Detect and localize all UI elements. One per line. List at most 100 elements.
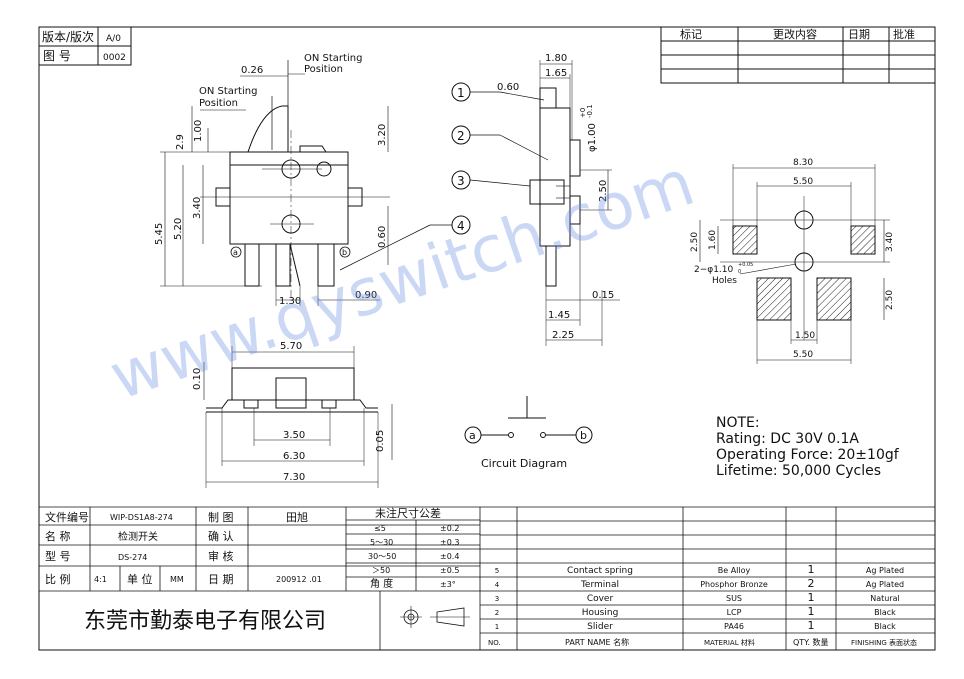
terminal-a-label: a xyxy=(233,248,238,257)
dim-250-end: 2.50 xyxy=(598,180,609,202)
bom-cell-qty: 1 xyxy=(808,563,815,576)
bom-header-no: NO. xyxy=(488,639,501,647)
title-block-text: 文件编号 WIP-DS1A8-274 制 图 田旭 名 称 检测开关 确 认 型… xyxy=(45,506,459,634)
tol-value-1: ±0.2 xyxy=(440,524,459,533)
on-start-right-1: ON Starting xyxy=(304,53,362,64)
dim-550b: 5.50 xyxy=(793,350,813,360)
bom-cell-no: 3 xyxy=(495,595,499,603)
dim-060-end: 0.60 xyxy=(497,82,519,93)
dim-250-pcb: 2.50 xyxy=(690,232,700,252)
circuit-a: a xyxy=(469,429,476,442)
note-force: Operating Force: 20±10gf xyxy=(716,447,900,463)
tol-range-2: 5～30 xyxy=(370,538,393,547)
tolerance-title: 未注尺寸公差 xyxy=(375,506,441,520)
tol-range-1: ≤5 xyxy=(374,524,386,533)
dim-160: 1.60 xyxy=(708,230,718,250)
dim-340: 3.40 xyxy=(192,197,203,219)
bom-header-material: MATERIAL 材料 xyxy=(704,638,755,647)
scale-label: 比 例 xyxy=(45,572,71,586)
circuit-labels: a b Circuit Diagram xyxy=(469,429,587,470)
name-value: 检测开关 xyxy=(118,530,158,543)
note-rating: Rating: DC 30V 0.1A xyxy=(716,431,859,447)
sheet-border xyxy=(38,26,936,651)
dim-005: 0.05 xyxy=(375,430,386,452)
draw-label: 制 图 xyxy=(208,511,234,524)
bom-cell-part: Slider xyxy=(587,622,613,632)
date-label: 日 期 xyxy=(208,573,234,586)
dim-165: 1.65 xyxy=(545,68,567,79)
pcb-labels: 8.30 5.50 2.50 1.60 3.40 2.50 1.50 5.50 … xyxy=(690,158,895,360)
on-start-right-2: Position xyxy=(304,64,343,75)
bom-cell-material: Phosphor Bronze xyxy=(700,580,768,589)
bom-cell-finish: Black xyxy=(874,622,896,631)
bom-cell-part: Terminal xyxy=(580,580,619,590)
balloon-2: 2 xyxy=(457,129,465,143)
bom-cell-qty: 1 xyxy=(808,619,815,632)
model-label: 型 号 xyxy=(45,549,71,563)
unit-label: 单 位 xyxy=(127,572,153,586)
tol-value-5: ±3° xyxy=(440,580,456,589)
dim-350: 3.50 xyxy=(283,430,305,441)
bom-cell-part: Housing xyxy=(582,608,619,618)
tol-range-3: 30～50 xyxy=(368,552,396,561)
bom-cell-qty: 1 xyxy=(808,591,815,604)
rev-header-mark: 标记 xyxy=(680,27,702,41)
dim-730: 7.30 xyxy=(283,472,305,483)
scale-value: 4:1 xyxy=(94,575,107,584)
tol-value-2: ±0.3 xyxy=(440,538,459,547)
note-lifetime: Lifetime: 50,000 Cycles xyxy=(716,463,881,479)
dim-tol-plus: +0 xyxy=(579,108,587,118)
bom-cell-material: PA46 xyxy=(724,622,744,631)
dim-dia: φ1.00 xyxy=(587,123,598,152)
bom-cell-finish: Ag Plated xyxy=(866,566,904,575)
dim-015: 0.15 xyxy=(592,290,614,301)
dim-340-pcb: 3.40 xyxy=(885,232,895,252)
terminal-b-label: b xyxy=(342,248,347,257)
bom-header-finish: FINISHING 表面状态 xyxy=(851,638,917,647)
model-value: DS-274 xyxy=(118,553,147,562)
bom-cell-material: LCP xyxy=(727,608,742,617)
bom-cell-finish: Natural xyxy=(870,594,900,603)
dim-150: 1.50 xyxy=(795,331,815,341)
bom-cell-no: 2 xyxy=(495,609,499,617)
circuit-title: Circuit Diagram xyxy=(481,457,567,470)
unit-value: MM xyxy=(170,575,184,584)
holes-word: Holes xyxy=(712,276,737,286)
bom-cell-part: Cover xyxy=(587,594,614,604)
dim-520: 5.20 xyxy=(173,218,184,240)
dim-145: 1.45 xyxy=(548,310,570,321)
file-no-label: 文件编号 xyxy=(45,510,89,524)
end-view-labels: 1 2 3 4 1.80 1.65 0.60 φ1.00 +0 -0.1 2.5… xyxy=(457,53,614,341)
bom-headers: NO. PART NAME 名称 MATERIAL 材料 QTY. 数量 FIN… xyxy=(488,637,917,647)
tol-range-4: ＞50 xyxy=(372,566,390,575)
dim-130: 1.30 xyxy=(279,296,301,307)
dim-630: 6.30 xyxy=(283,451,305,462)
balloon-1: 1 xyxy=(457,86,465,100)
tol-value-3: ±0.4 xyxy=(440,552,459,561)
bom-cell-finish: Black xyxy=(874,608,896,617)
version-label: 版本/版次 xyxy=(42,30,94,44)
dim-tol-minus: -0.1 xyxy=(586,104,594,118)
file-no-value: WIP-DS1A8-274 xyxy=(110,513,173,522)
dim-010: 0.10 xyxy=(192,368,203,390)
tol-value-4: ±0.5 xyxy=(440,566,459,575)
dim-570: 5.70 xyxy=(280,341,302,352)
dim-026: 0.26 xyxy=(241,65,263,76)
holes-tol-lower: 0 xyxy=(738,269,741,275)
bom-header-part: PART NAME 名称 xyxy=(565,637,629,647)
revision-table: 标记 更改内容 日期 批准 xyxy=(660,26,936,84)
version-value: A/0 xyxy=(106,34,121,44)
circuit-b: b xyxy=(580,429,587,442)
date-value: 200912 .01 xyxy=(276,575,322,584)
bom-cell-qty: 1 xyxy=(808,605,815,618)
note-title: NOTE: xyxy=(716,415,760,431)
bom-cell-material: SUS xyxy=(726,594,742,603)
balloon-4: 4 xyxy=(457,219,465,233)
dim-180: 1.80 xyxy=(545,53,567,64)
name-label: 名 称 xyxy=(45,529,71,543)
tol-range-5: 角 度 xyxy=(370,577,393,590)
side-view xyxy=(160,60,390,306)
drawing-no-value: 0002 xyxy=(103,53,126,63)
end-view xyxy=(339,60,620,346)
